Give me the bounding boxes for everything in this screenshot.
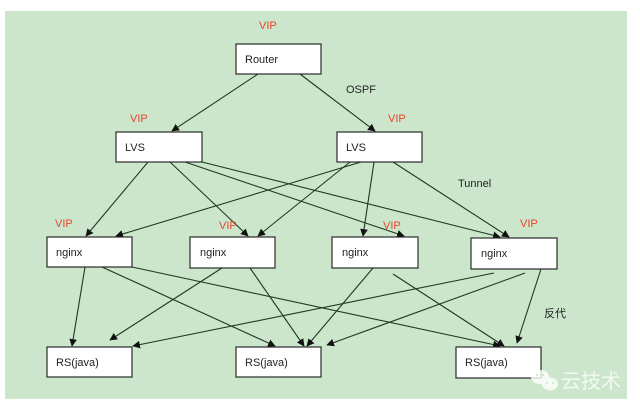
edge-nginx1-to-rs2 — [101, 266, 276, 347]
node-nginx-1[interactable]: nginx VIP — [46, 218, 133, 268]
edge-lvs2-to-nginx3 — [360, 161, 375, 237]
edge-lvs1-to-nginx2 — [169, 161, 249, 237]
edge-nginx1-to-rs3 — [131, 266, 501, 349]
node-nginx-3[interactable]: nginx VIP — [331, 220, 419, 269]
vip-label-nginx-4: VIP — [520, 218, 538, 230]
node-router-label: Router — [245, 54, 278, 66]
edge-lvs2-to-nginx4 — [392, 161, 510, 238]
node-nginx-4-box — [470, 237, 558, 270]
vip-label-nginx-3: VIP — [383, 220, 401, 232]
node-nginx-3-label: nginx — [342, 247, 369, 259]
node-rs-1-box — [46, 346, 133, 378]
node-rs-2-box — [235, 346, 322, 378]
node-lvs-1-box — [115, 131, 203, 163]
edge-lvs2-to-nginx2 — [257, 161, 351, 237]
node-nginx-1-box — [46, 236, 133, 268]
watermark-text: 云技术 — [561, 369, 621, 393]
edge-nginx2-to-rs2 — [249, 267, 305, 347]
node-lvs-2[interactable]: LVS VIP — [336, 113, 423, 163]
edge-lvs2-to-nginx1 — [115, 161, 362, 238]
edges-layer — [69, 73, 542, 349]
vip-label-lvs-2: VIP — [388, 113, 406, 125]
edge-nginx1-to-rs1 — [69, 266, 86, 347]
edge-router-to-lvs1 — [171, 73, 259, 132]
node-rs-1[interactable]: RS(java) — [46, 346, 133, 378]
node-lvs-1[interactable]: LVS VIP — [115, 113, 203, 163]
node-nginx-4-label: nginx — [481, 248, 508, 260]
node-nginx-2-box — [189, 236, 276, 269]
node-lvs-2-label: LVS — [346, 142, 366, 154]
edge-lvs1-to-nginx4 — [201, 161, 501, 240]
vip-label-lvs-1: VIP — [130, 113, 148, 125]
edge-router-to-lvs2 — [299, 73, 376, 132]
watermark: 云技术 — [531, 369, 621, 393]
node-rs-3-box — [455, 346, 542, 379]
edge-lvs1-to-nginx3 — [184, 161, 405, 238]
edge-label-tunnel: Tunnel — [458, 178, 491, 190]
edge-label-reverse-proxy: 反代 — [544, 307, 566, 320]
edge-nginx3-to-rs3 — [392, 273, 505, 347]
diagram-background — [5, 11, 627, 399]
edge-nginx4-to-rs1 — [132, 272, 495, 349]
edge-nginx2-to-rs1 — [109, 267, 223, 341]
node-rs-2-label: RS(java) — [245, 357, 288, 369]
node-router-box — [235, 43, 322, 75]
node-nginx-3-box — [331, 236, 419, 269]
node-lvs-2-box — [336, 131, 423, 163]
node-rs-3-label: RS(java) — [465, 357, 508, 369]
node-rs-1-label: RS(java) — [56, 357, 99, 369]
node-nginx-2-label: nginx — [200, 247, 227, 259]
vip-label-router: VIP — [259, 20, 277, 32]
wechat-icon — [531, 370, 558, 391]
edge-nginx4-to-rs3 — [515, 268, 542, 344]
edge-lvs1-to-nginx1 — [85, 161, 149, 237]
node-nginx-2[interactable]: nginx VIP — [189, 220, 276, 269]
node-rs-2[interactable]: RS(java) — [235, 346, 322, 378]
node-router[interactable]: Router VIP — [235, 20, 322, 75]
vip-label-nginx-2: VIP — [219, 220, 237, 232]
edge-nginx4-to-rs2 — [326, 272, 526, 347]
vip-label-nginx-1: VIP — [55, 218, 73, 230]
edge-label-ospf: OSPF — [346, 84, 376, 96]
node-lvs-1-label: LVS — [125, 142, 145, 154]
node-rs-3[interactable]: RS(java) — [455, 346, 542, 379]
node-nginx-4[interactable]: nginx VIP — [470, 218, 558, 270]
node-nginx-1-label: nginx — [56, 247, 83, 259]
edge-nginx3-to-rs2 — [306, 267, 374, 347]
